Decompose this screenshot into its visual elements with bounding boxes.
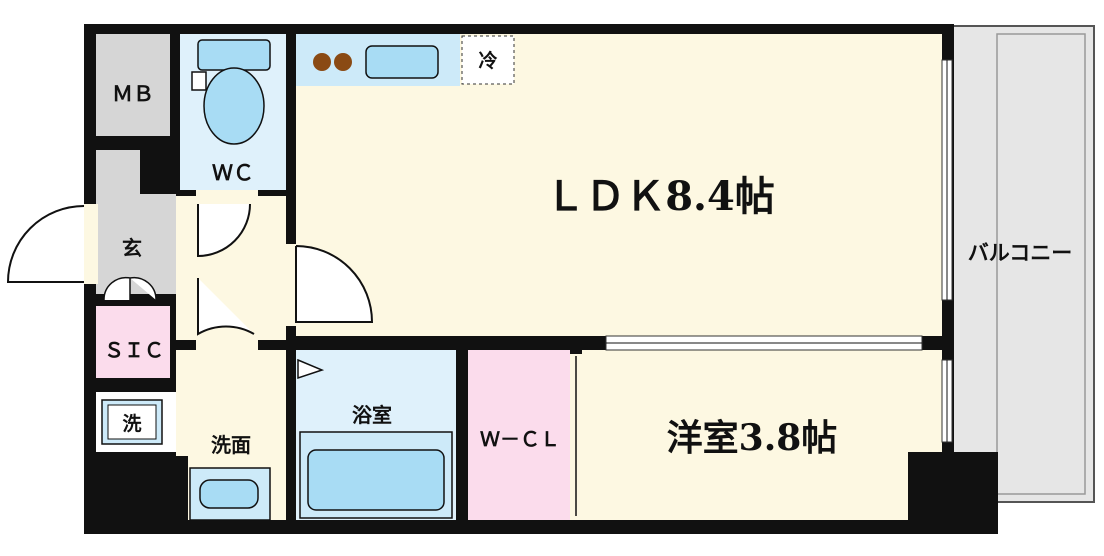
western-room [582,350,942,520]
ldk-door-swing [295,245,374,323]
fridge-label: 冷 [478,49,497,72]
balcony-inner-edge [996,33,1086,495]
wc-label: ＷＣ [212,160,254,185]
fridge-space [461,35,515,85]
hall-door-gap [196,338,258,350]
bath-door-mark [297,358,325,380]
sic-room [96,306,170,378]
toilet-bowl [203,67,265,145]
sic-label: ＳＩＣ [104,338,164,362]
stove-burner-left [313,53,331,71]
ldk-label: ＬＤＫ8.4帖 [545,173,775,220]
washroom-label: 洗面 [211,433,251,457]
toilet-handle [191,71,207,91]
bath-label: 浴室 [352,403,392,427]
washer-label: 洗 [122,412,141,435]
wc-door-gap [196,190,258,198]
wcl-room [468,350,570,520]
washer-inner [107,404,157,440]
entrance-door-swing [6,205,85,283]
balcony-area [951,25,1095,503]
balcony-label: バルコニー [968,240,1073,265]
entrance-label: 玄 [122,236,142,260]
wc-door-swing [197,203,251,258]
pillar-corner-left [84,456,188,534]
toilet-tank [197,39,271,71]
wcl-label: Ｗ－ＣＬ [480,427,560,451]
washbasin-bowl [199,479,259,509]
bathtub-basin [307,449,445,511]
pillar-mid [140,150,176,194]
pillar-corner-right [908,452,998,534]
entrance-opening [84,204,98,284]
kitchen-sink [365,45,439,79]
mb-label: ＭＢ [112,81,154,106]
stove-burner-right [334,53,352,71]
hall-door-swing [197,278,255,336]
mb-room [96,34,170,136]
shoe-cabinet-doors [103,276,157,301]
western-room-label: 洋室3.8帖 [667,417,838,459]
